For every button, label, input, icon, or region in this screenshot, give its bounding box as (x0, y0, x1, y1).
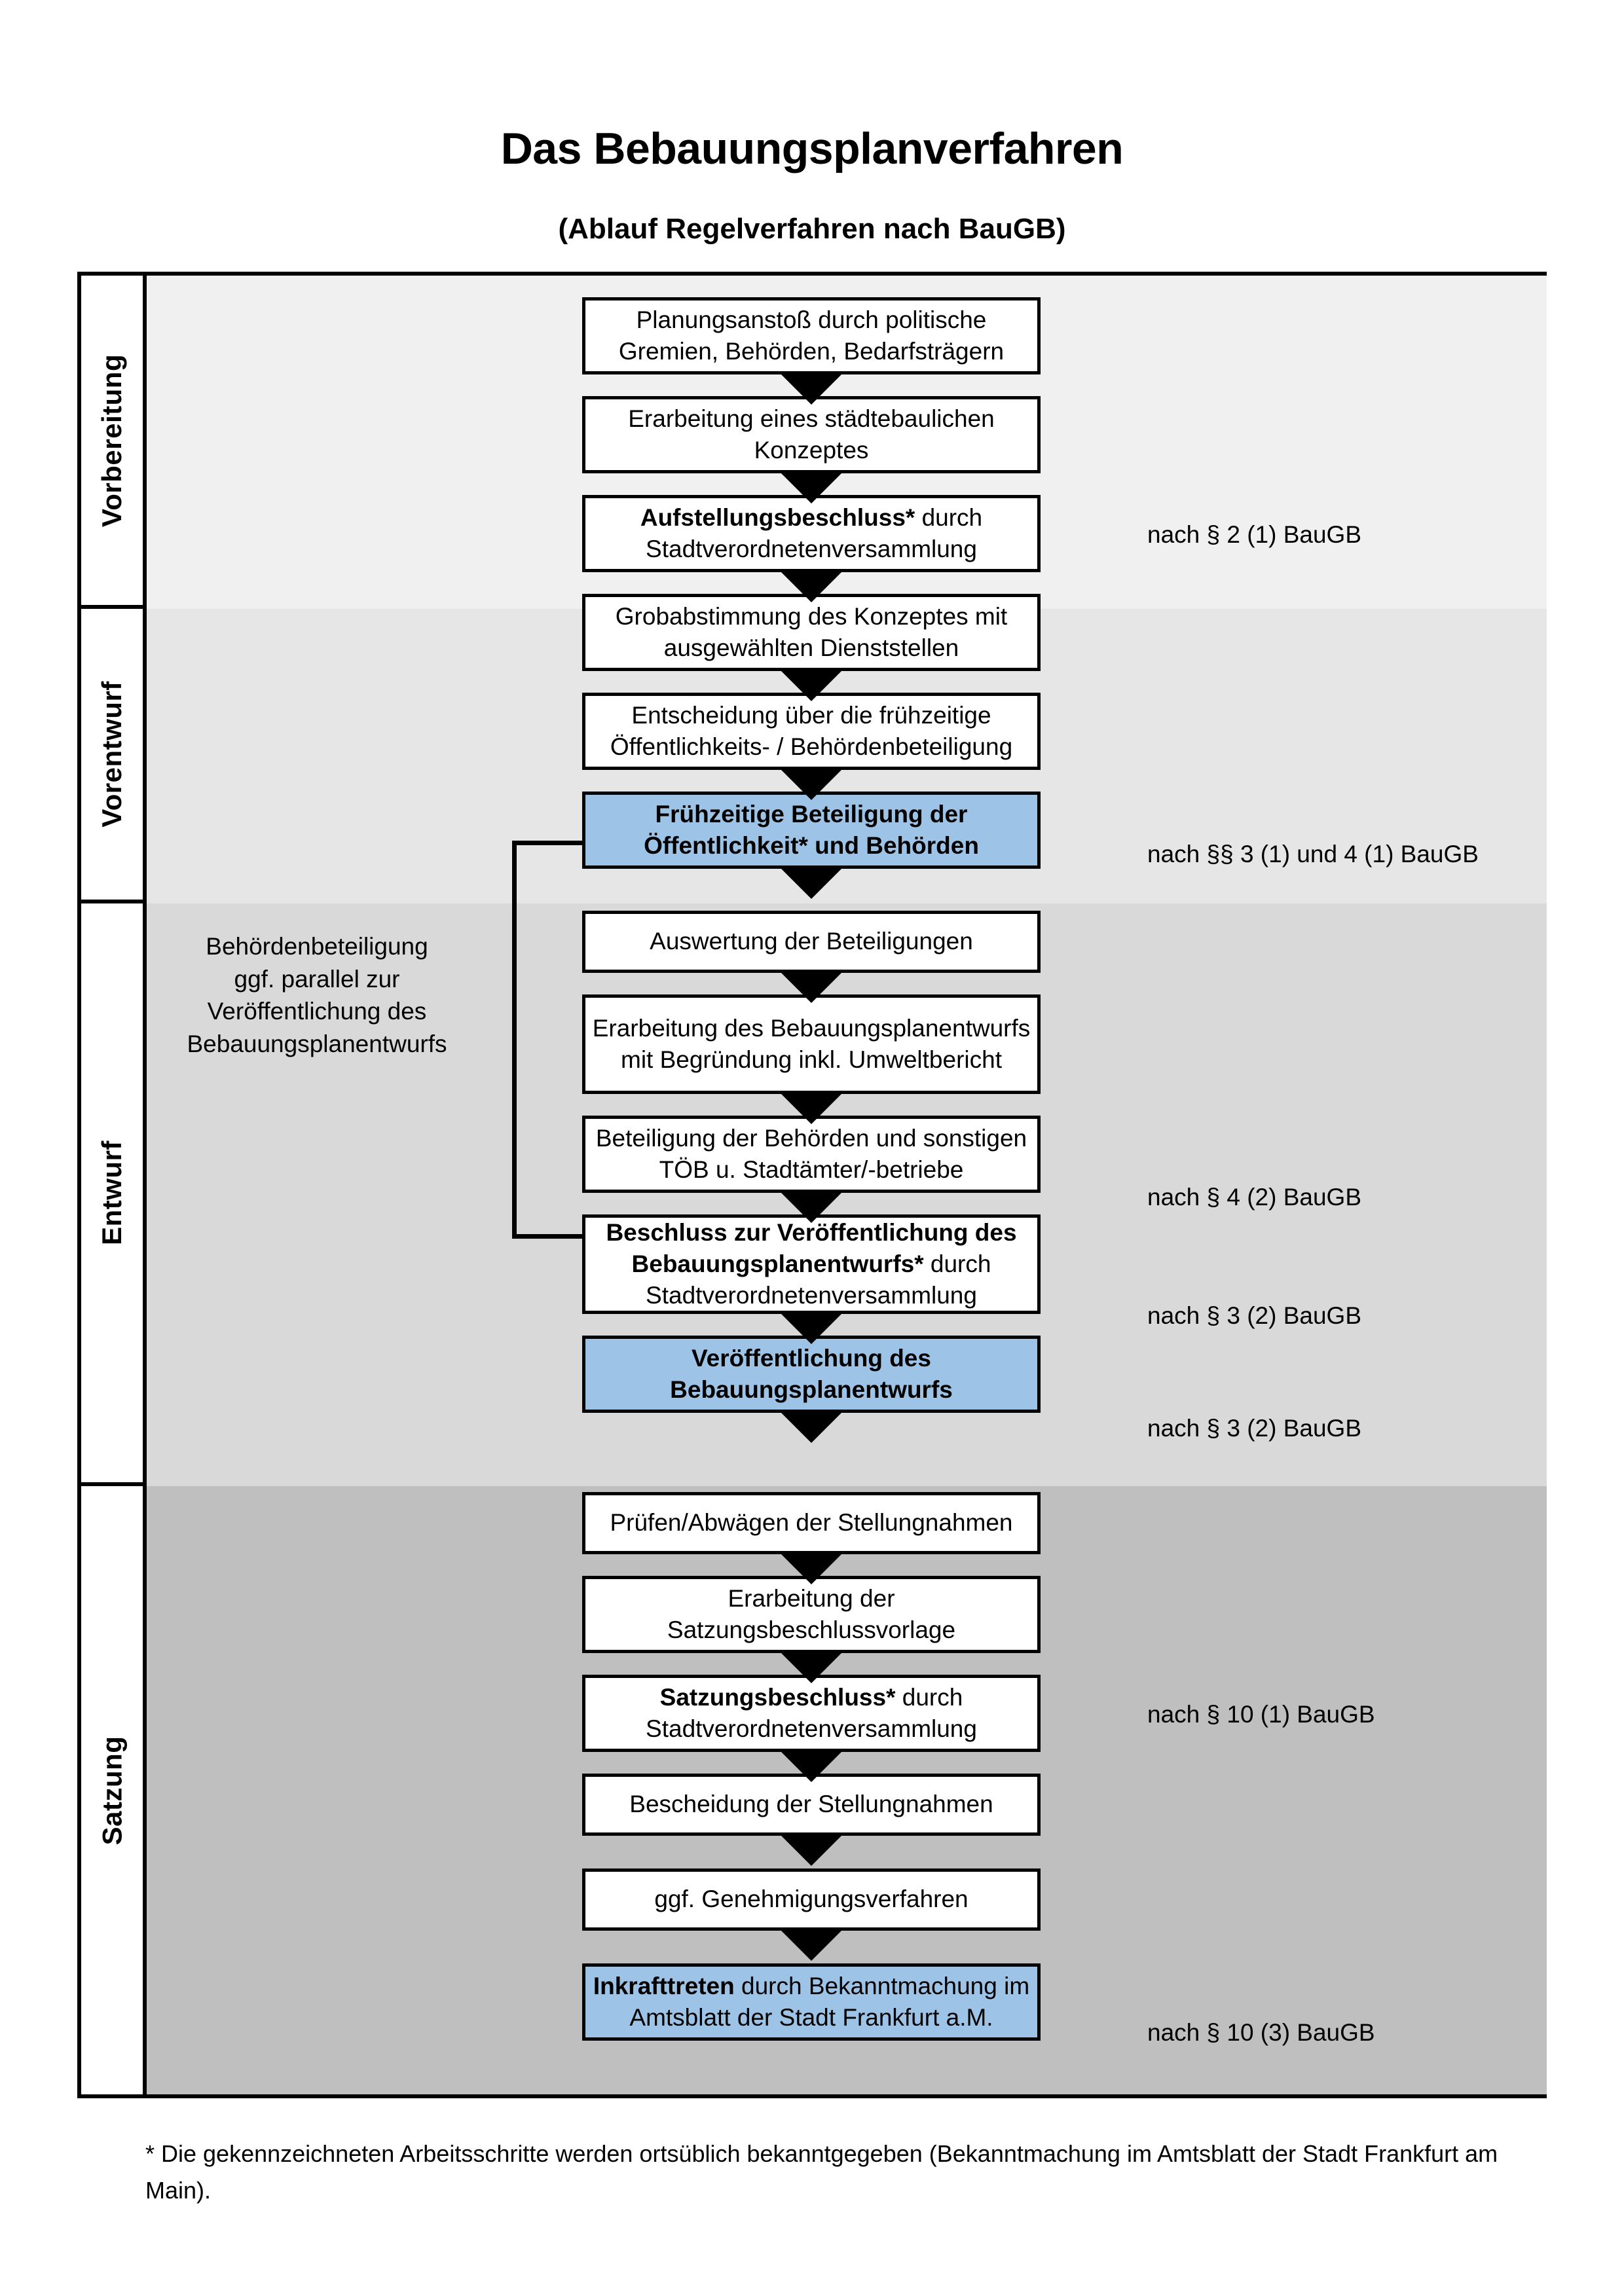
step-label: Beteiligung der Behörden und sonstigen T… (595, 1124, 1027, 1183)
step-entscheidung-fruehzeitige-beteiligung[interactable]: Entscheidung über die frühzeitige Öffent… (582, 693, 1041, 770)
phase-label-entwurf: Entwurf (96, 1140, 127, 1245)
step-label: Satzungsbeschluss* durch Stadtverordnete… (592, 1682, 1031, 1745)
step-label: Veröffentlichung des Bebauungsplanentwur… (592, 1343, 1031, 1406)
step-label: Frühzeitige Beteiligung der Öffentlichke… (592, 799, 1031, 862)
side-note-behoerdenbeteiligung: Behördenbeteiligung ggf. parallel zur Ve… (179, 930, 454, 1060)
connector-bottom-segment (512, 1234, 630, 1239)
step-label: Beschluss zur Veröffentlichung des Bebau… (592, 1217, 1031, 1311)
step-label-bold: Beschluss zur Veröffentlichung des Bebau… (606, 1218, 1017, 1277)
step-veroeffentlichung-bplanentwurf[interactable]: Veröffentlichung des Bebauungsplanentwur… (582, 1336, 1041, 1413)
step-genehmigungsverfahren[interactable]: ggf. Genehmigungsverfahren (582, 1868, 1041, 1931)
step-label: Auswertung der Beteiligungen (650, 928, 973, 955)
step-fruehzeitige-beteiligung[interactable]: Frühzeitige Beteiligung der Öffentlichke… (582, 792, 1041, 869)
page-subtitle: (Ablauf Regelverfahren nach BauGB) (558, 213, 1066, 245)
flowchart-frame: Vorbereitung Vorentwurf Entwurf Satzung … (77, 272, 1547, 2098)
step-beschluss-veroeffentlichung[interactable]: Beschluss zur Veröffentlichung des Bebau… (582, 1214, 1041, 1314)
page-title: Das Bebauungsplanverfahren (500, 124, 1124, 173)
arrow-beschluss-to-veroeffentlichung (781, 1314, 841, 1344)
step-label-rest: durch Bekanntmachung im Amtsblatt der St… (629, 1972, 1030, 2031)
phase-cell-satzung: Satzung (81, 1486, 143, 2094)
footnote: * Die gekennzeichneten Arbeitsschritte w… (145, 2140, 1498, 2204)
step-label: Erarbeitung der Satzungsbeschlussvorlage (667, 1584, 956, 1643)
phase-column: Vorbereitung Vorentwurf Entwurf Satzung (81, 276, 147, 2094)
ref-inkrafttreten: nach § 10 (3) BauGB (1147, 2019, 1375, 2046)
arrow-veroeffentlichung-to-pruefen (781, 1413, 841, 1443)
arrow-satzungsvorlage-to-satzungsbeschluss (781, 1653, 841, 1683)
step-inkrafttreten[interactable]: Inkrafttreten durch Bekanntmachung im Am… (582, 1963, 1041, 2041)
phase-label-satzung: Satzung (96, 1736, 128, 1845)
step-beteiligung-behoerden-toeb[interactable]: Beteiligung der Behörden und sonstigen T… (582, 1116, 1041, 1193)
ref-aufstellungsbeschluss: nach § 2 (1) BauGB (1147, 521, 1362, 548)
phase-cell-vorentwurf: Vorentwurf (81, 609, 143, 903)
step-planungsanstoss[interactable]: Planungsanstoß durch politische Gremien,… (582, 297, 1041, 374)
step-label: Inkrafttreten durch Bekanntmachung im Am… (592, 1971, 1031, 2033)
arrow-entscheidung-to-fruehzeitige (781, 770, 841, 800)
step-label-bold: Veröffentlichung des Bebauungsplanentwur… (670, 1344, 953, 1403)
step-label: ggf. Genehmigungsverfahren (654, 1886, 969, 1913)
ref-beteiligung-toeb: nach § 4 (2) BauGB (1147, 1184, 1362, 1211)
step-label: Aufstellungsbeschluss* durch Stadtverord… (592, 502, 1031, 565)
arrow-grobabstimmung-to-entscheidung (781, 671, 841, 701)
side-note-line-4: Bebauungsplanentwurfs (187, 1030, 447, 1057)
ref-veroeffentlichung: nach § 3 (2) BauGB (1147, 1415, 1362, 1442)
step-staedtebauliches-konzept[interactable]: Erarbeitung eines städtebaulichen Konzep… (582, 396, 1041, 473)
phase-label-vorentwurf: Vorentwurf (96, 681, 127, 828)
step-aufstellungsbeschluss[interactable]: Aufstellungsbeschluss* durch Stadtverord… (582, 495, 1041, 572)
side-note-line-2: ggf. parallel zur (234, 965, 400, 993)
arrow-aufstellungsbeschluss-to-grobabstimmung (781, 572, 841, 602)
step-label: Entscheidung über die frühzeitige Öffent… (610, 701, 1013, 760)
step-pruefen-abwaegen[interactable]: Prüfen/Abwägen der Stellungnahmen (582, 1492, 1041, 1554)
arrow-bescheidung-to-genehmigung (781, 1836, 841, 1866)
connector-top-segment (512, 841, 650, 845)
step-label-bold: Inkrafttreten (593, 1972, 735, 1999)
step-label: Planungsanstoß durch politische Gremien,… (618, 306, 1005, 365)
ref-fruehzeitige-beteiligung: nach §§ 3 (1) und 4 (1) BauGB (1147, 841, 1479, 867)
phase-label-vorbereitung: Vorbereitung (96, 354, 128, 527)
step-label: Erarbeitung eines städtebaulichen Konzep… (628, 405, 995, 464)
side-note-line-3: Veröffentlichung des (207, 998, 427, 1025)
step-label-bold: Satzungsbeschluss* (659, 1683, 896, 1711)
step-label: Bescheidung der Stellungnahmen (629, 1791, 993, 1818)
phase-cell-entwurf: Entwurf (81, 903, 143, 1486)
phase-cell-vorbereitung: Vorbereitung (81, 276, 143, 609)
step-bescheidung-stellungnahmen[interactable]: Bescheidung der Stellungnahmen (582, 1774, 1041, 1836)
step-label-bold: Frühzeitige Beteiligung der Öffentlichke… (644, 800, 979, 859)
arrow-fruehzeitige-to-auswertung (781, 869, 841, 899)
arrow-planungsanstoss-to-konzept (781, 374, 841, 405)
ref-satzungsbeschluss: nach § 10 (1) BauGB (1147, 1701, 1375, 1728)
arrow-erarbeitung-to-toeb (781, 1094, 841, 1124)
arrow-konzept-to-aufstellungsbeschluss (781, 473, 841, 503)
step-erarbeitung-bplanentwurf[interactable]: Erarbeitung des Bebauungsplanentwurfs mi… (582, 994, 1041, 1094)
step-label-rest: durch Stadtverordnetenversammlung (646, 503, 983, 562)
step-label: Grobabstimmung des Konzeptes mit ausgewä… (615, 602, 1008, 661)
arrow-satzungsbeschluss-to-bescheidung (781, 1752, 841, 1782)
arrow-auswertung-to-erarbeitung (781, 973, 841, 1003)
step-label-bold: Aufstellungsbeschluss* (640, 503, 915, 531)
step-label: Erarbeitung des Bebauungsplanentwurfs mi… (592, 1014, 1031, 1073)
arrow-genehmigung-to-inkrafttreten (781, 1931, 841, 1961)
step-label: Prüfen/Abwägen der Stellungnahmen (610, 1509, 1013, 1537)
side-note-line-1: Behördenbeteiligung (206, 933, 428, 960)
step-erarbeitung-satzungsbeschlussvorlage[interactable]: Erarbeitung der Satzungsbeschlussvorlage (582, 1576, 1041, 1653)
arrow-toeb-to-beschluss (781, 1193, 841, 1223)
arrow-pruefen-to-satzungsvorlage (781, 1554, 841, 1584)
ref-beschluss-veroeffentlichung: nach § 3 (2) BauGB (1147, 1302, 1362, 1329)
step-grobabstimmung[interactable]: Grobabstimmung des Konzeptes mit ausgewä… (582, 594, 1041, 671)
step-label-rest: durch Stadtverordnetenversammlung (646, 1250, 991, 1309)
connector-vertical-segment (512, 841, 517, 1239)
step-satzungsbeschluss[interactable]: Satzungsbeschluss* durch Stadtverordnete… (582, 1675, 1041, 1752)
step-label-rest: durch Stadtverordnetenversammlung (646, 1683, 977, 1742)
step-auswertung-beteiligungen[interactable]: Auswertung der Beteiligungen (582, 911, 1041, 973)
